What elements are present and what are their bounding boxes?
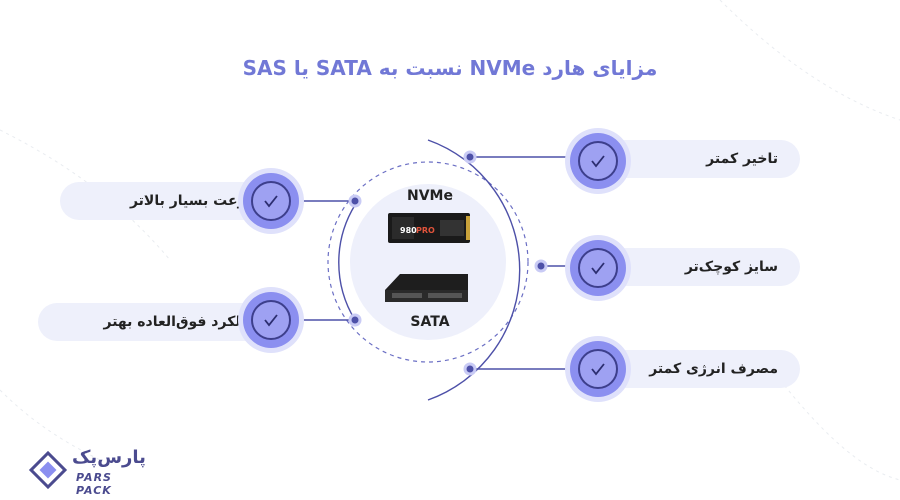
benefit-label: مصرف انرژی کمتر: [649, 361, 778, 377]
svg-text:980: 980: [400, 226, 417, 235]
connector-dot: [534, 259, 548, 273]
check-badge: [243, 173, 299, 229]
check-icon: [264, 314, 278, 327]
svg-text:PRO: PRO: [416, 226, 435, 235]
benefit-label: سرعت بسیار بالاتر: [129, 193, 260, 209]
benefit-label: تاخیر کمتر: [706, 151, 778, 167]
connector-dot: [348, 194, 362, 208]
logo-wordmark: پارس‌پک: [72, 447, 146, 468]
nvme-ssd-image: 980 PRO: [388, 213, 470, 243]
check-icon: [264, 195, 278, 208]
check-badge: [243, 292, 299, 348]
page-title: مزایای هارد NVMe نسبت به SATA یا SAS: [242, 56, 658, 80]
parspack-logo-icon: [28, 450, 68, 490]
benefit-label: عملکرد فوق‌العاده بهتر: [103, 314, 261, 330]
connector-dot: [348, 313, 362, 327]
check-badge: [570, 133, 626, 189]
left-arc: [338, 204, 356, 321]
sata-connector-image: [385, 274, 468, 302]
brand-logo: پارس‌پک PARS PACK: [28, 447, 146, 497]
check-badge: [570, 341, 626, 397]
check-icon: [591, 262, 605, 275]
check-icon: [591, 363, 605, 376]
benefit-label: سایز کوچک‌تر: [684, 259, 778, 275]
check-badge: [570, 240, 626, 296]
center-dashed-ring: [327, 161, 529, 363]
connector-dot: [463, 150, 477, 164]
nvme-label: NVMe: [407, 188, 453, 204]
logo-latin-text: PARS PACK: [76, 471, 112, 497]
benefit-better-performance: عملکرد فوق‌العاده بهتر: [38, 303, 282, 341]
sata-label: SATA: [410, 314, 450, 330]
connector-dot: [463, 362, 477, 376]
check-icon: [591, 155, 605, 168]
